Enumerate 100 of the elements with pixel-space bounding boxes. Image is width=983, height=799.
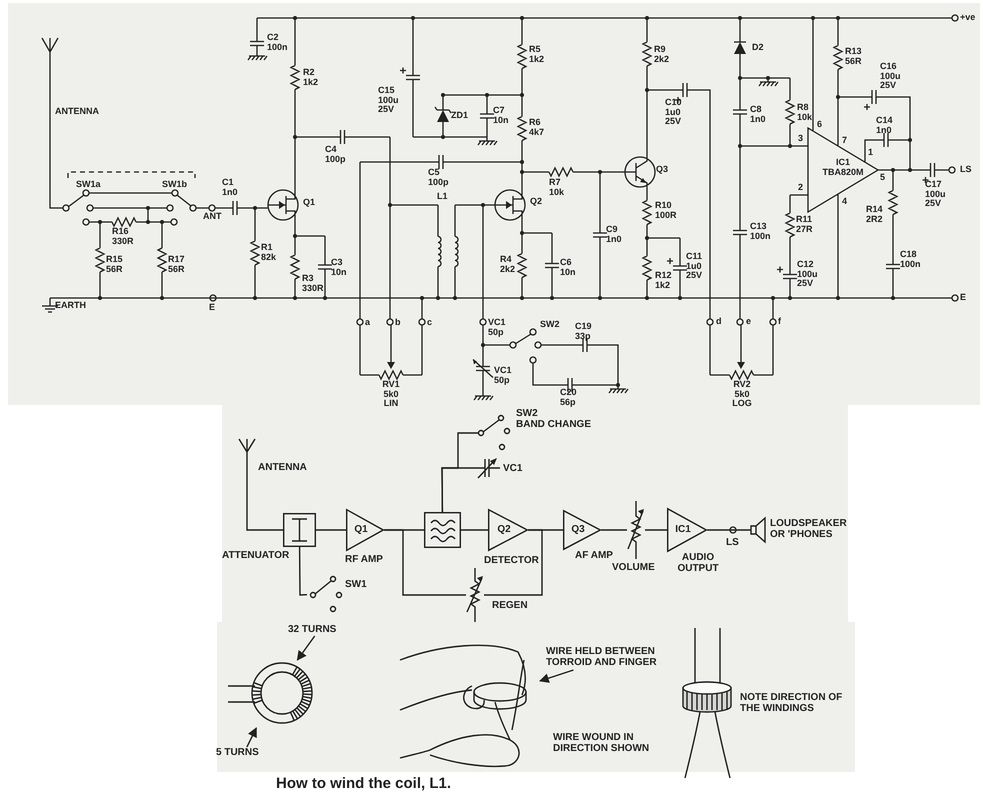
block-caption: RF AMP xyxy=(345,554,383,565)
pin-number: 2 xyxy=(798,182,804,192)
terminal-label: f xyxy=(778,316,781,326)
figure-caption: How to wind the coil, L1. xyxy=(276,775,451,792)
component-label: C3 10n xyxy=(331,257,347,276)
component-label: C14 1n0 xyxy=(876,115,893,134)
component-label: C16 100u 25V xyxy=(880,61,901,90)
component-label: R17 56R xyxy=(168,254,185,274)
pin-number: 4 xyxy=(842,196,848,206)
component-label: C17 100u 25V xyxy=(925,179,946,208)
component-label: Q2 xyxy=(530,196,542,206)
component-label: R1 82k xyxy=(261,242,276,262)
connector-line xyxy=(441,432,478,512)
block-label: Q2 xyxy=(497,524,511,535)
terminal-label: E xyxy=(209,302,216,312)
component-label: C9 1n0 xyxy=(606,224,622,244)
pin-number: 6 xyxy=(817,119,822,129)
connector-line xyxy=(384,529,466,596)
block-caption: SW2 xyxy=(516,408,538,419)
antenna-label: ANTENNA xyxy=(55,106,99,116)
terminal-label: e xyxy=(746,316,752,326)
pin-number: 3 xyxy=(798,133,804,143)
switch-label: SW2 xyxy=(540,319,560,329)
leader-arrow xyxy=(296,636,316,661)
pin-number: 1 xyxy=(868,147,874,157)
block-caption: LOUDSPEAKER OR 'PHONES xyxy=(770,518,847,540)
connector-line xyxy=(461,529,488,531)
block-caption: DETECTOR xyxy=(484,555,539,566)
terminal-label: a xyxy=(365,317,370,327)
component-label: R7 10k xyxy=(549,177,564,196)
block-caption: ATTENUATOR xyxy=(222,550,290,561)
terminal-label: LS xyxy=(960,164,972,174)
pin-number: 5 xyxy=(880,172,886,182)
component-label: RV2 5k0 LOG xyxy=(732,379,752,408)
connector-line xyxy=(484,529,543,596)
component-label: C6 10n xyxy=(560,257,576,276)
switch-label: SW1a xyxy=(76,179,101,189)
component-label: VC1 50p xyxy=(488,317,506,336)
component-label: R16 330R xyxy=(112,226,134,246)
component-label: R9 2k2 xyxy=(654,44,670,64)
terminal-label: c xyxy=(427,317,432,327)
connector-line xyxy=(601,529,627,531)
block-caption: ANTENNA xyxy=(258,462,307,473)
block-caption: REGEN xyxy=(492,600,528,611)
component-label: R8 10k xyxy=(797,102,812,122)
component-label: C5 100p xyxy=(428,167,449,186)
component-label: R4 2k2 xyxy=(500,254,516,274)
component-label: R14 2R2 xyxy=(866,204,883,224)
component-label: R2 1k2 xyxy=(303,67,318,86)
component-label: C4 100p xyxy=(325,144,346,164)
component-label: C2 100n xyxy=(267,32,288,52)
leader-arrow xyxy=(539,669,574,683)
component-label: VC1 50p xyxy=(494,365,512,384)
edge-label: LS xyxy=(726,537,739,548)
component-label: IC1 TBA820M xyxy=(822,157,864,176)
connector-line xyxy=(298,547,308,596)
component-label: R15 56R xyxy=(106,254,123,274)
component-label: R12 1k2 xyxy=(655,270,672,290)
block-caption: VOLUME xyxy=(612,562,655,573)
component-label: RV1 5k0 LIN xyxy=(382,379,400,408)
callout-text: 32 TURNS xyxy=(288,624,336,635)
block-label: Q1 xyxy=(354,524,368,535)
component-label: Q1 xyxy=(303,197,316,207)
component-label: Q3 xyxy=(656,164,668,174)
component-label: R13 56R xyxy=(845,46,862,66)
component-label: ZD1 xyxy=(451,110,468,120)
block-caption: WIRE WOUND IN DIRECTION SHOWN xyxy=(553,732,650,754)
component-label: C8 1n0 xyxy=(750,104,766,124)
component-label: C11 1u0 25V xyxy=(686,251,702,280)
block-caption: VC1 xyxy=(503,463,522,474)
component-label: C12 100u 25V xyxy=(797,259,818,288)
block-label: Q3 xyxy=(571,524,585,535)
component-label: C1 1n0 xyxy=(222,177,238,196)
component-label: R3 330R xyxy=(302,273,324,292)
terminal-label: d xyxy=(716,316,722,326)
component-label: L1 xyxy=(437,191,448,201)
pin-number: 7 xyxy=(842,135,848,145)
terminal-label: ANT xyxy=(203,211,222,221)
component-label: C13 100n xyxy=(750,221,771,240)
callout-text: 5 TURNS xyxy=(216,747,259,758)
terminal-label: E xyxy=(960,292,966,302)
component-label: C18 100n xyxy=(900,249,921,268)
block-label: IC1 xyxy=(675,524,691,535)
switch-label: SW1b xyxy=(162,179,188,189)
component-label: R5 1k2 xyxy=(529,44,544,64)
block-caption: BAND CHANGE xyxy=(516,419,591,430)
leader-arrow xyxy=(246,727,257,748)
block-caption: AUDIO OUTPUT xyxy=(677,552,719,574)
block-caption: NOTE DIRECTION OF THE WINDINGS xyxy=(740,692,842,714)
terminal-label: b xyxy=(395,317,400,327)
connector-line xyxy=(707,529,751,531)
connector-line xyxy=(645,529,667,531)
terminal-label: EARTH xyxy=(55,300,86,310)
component-label: C15 100u 25V xyxy=(378,85,399,114)
block-caption: SW1 xyxy=(345,579,367,590)
terminal-label: +ve xyxy=(960,12,976,22)
connector-line xyxy=(316,529,346,531)
component-label: R6 4k7 xyxy=(529,117,544,136)
component-label: D2 xyxy=(752,42,764,52)
connector-line xyxy=(246,470,283,531)
